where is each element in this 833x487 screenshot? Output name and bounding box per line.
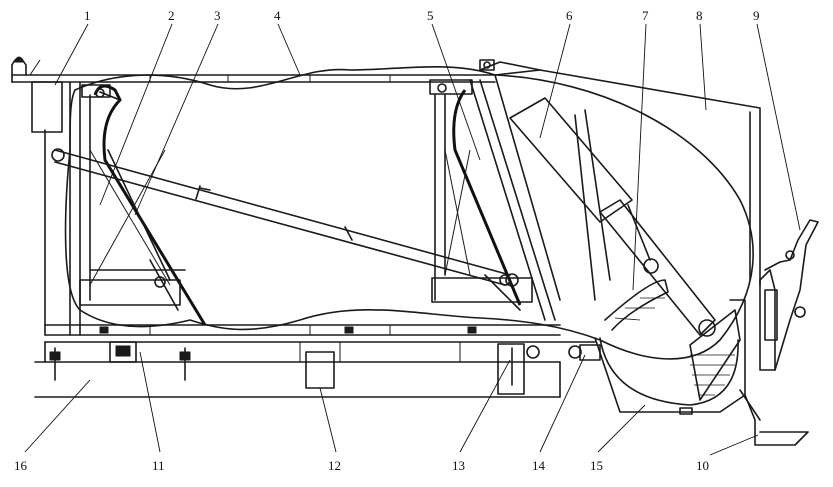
label-4: 4 bbox=[274, 8, 281, 23]
label-10: 10 bbox=[696, 458, 709, 473]
body-box bbox=[11, 56, 561, 336]
label-8: 8 bbox=[696, 8, 703, 23]
tailgate bbox=[479, 59, 761, 301]
label-13: 13 bbox=[452, 458, 465, 473]
label-3: 3 bbox=[214, 8, 221, 23]
packer-cylinder bbox=[509, 97, 716, 337]
ejector-plate bbox=[79, 84, 207, 326]
label-2: 2 bbox=[168, 8, 175, 23]
rear-lift-mechanism bbox=[739, 219, 819, 446]
label-9: 9 bbox=[753, 8, 760, 23]
label-14: 14 bbox=[532, 458, 546, 473]
label-15: 15 bbox=[590, 458, 603, 473]
callout-labels: 1 2 3 4 5 6 7 8 9 10 11 12 13 14 15 16 bbox=[14, 8, 760, 473]
label-5: 5 bbox=[427, 8, 434, 23]
front-frame bbox=[429, 74, 561, 321]
label-12: 12 bbox=[328, 458, 341, 473]
label-6: 6 bbox=[566, 8, 573, 23]
label-11: 11 bbox=[152, 458, 165, 473]
ejector-cylinder bbox=[51, 148, 519, 287]
leader-lines bbox=[24, 23, 801, 456]
refuse-envelope bbox=[64, 65, 754, 360]
chassis-frame bbox=[34, 341, 596, 398]
label-1: 1 bbox=[84, 8, 91, 23]
label-16: 16 bbox=[14, 458, 28, 473]
label-7: 7 bbox=[642, 8, 649, 23]
hopper-bucket bbox=[568, 279, 746, 415]
